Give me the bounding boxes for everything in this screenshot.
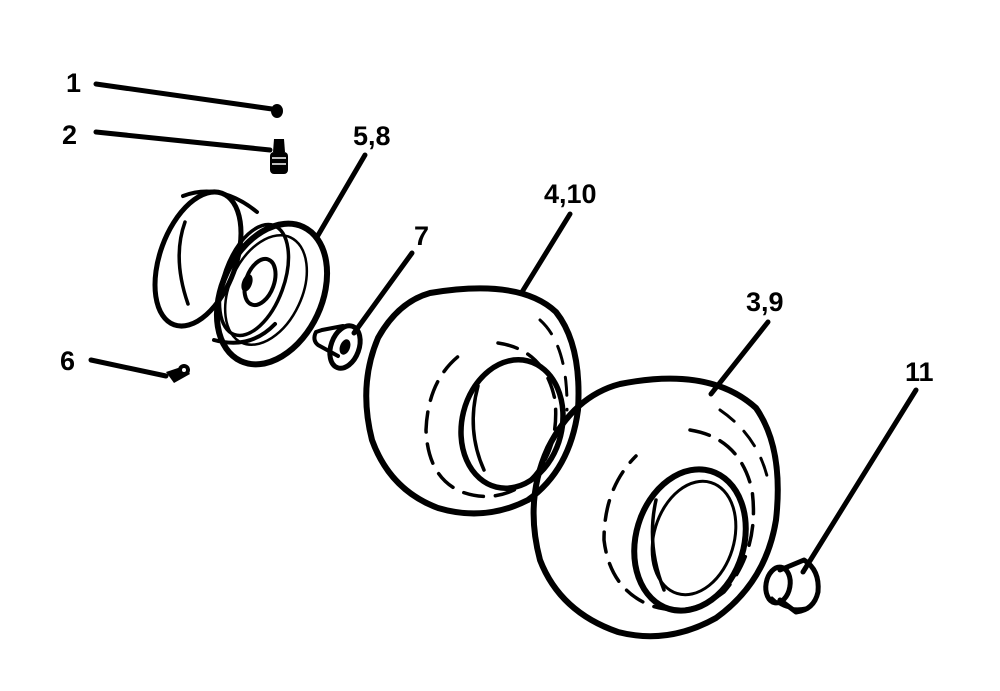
part-1-nut (271, 104, 283, 118)
part-3-9-rear-tire (530, 375, 781, 640)
leader-line-2 (93, 129, 273, 153)
callout-label-1: 1 (66, 68, 81, 98)
part-2-valve-stem (270, 139, 288, 174)
callout-label-6: 6 (60, 346, 75, 376)
part-5-8-wheel-rim (152, 189, 331, 368)
callout-label-2: 2 (62, 120, 77, 150)
part-7-bushing (312, 323, 363, 371)
leader-line-4-10 (519, 211, 573, 295)
leader-line-1 (93, 81, 275, 112)
part-4-10-front-tire (363, 285, 582, 517)
callout-label-3-9: 3,9 (746, 287, 784, 317)
leader-line-11 (800, 387, 919, 575)
leader-line-5-8 (314, 152, 368, 240)
leader-line-6 (88, 357, 169, 379)
callout-label-7: 7 (414, 221, 429, 251)
leader-line-7 (351, 250, 415, 336)
part-11-bearing (763, 557, 821, 615)
callout-label-11: 11 (905, 357, 934, 387)
part-6-screw (166, 364, 190, 383)
leader-line-3-9 (708, 319, 771, 397)
callout-label-5-8: 5,8 (353, 121, 391, 151)
callout-label-4-10: 4,10 (544, 179, 597, 209)
